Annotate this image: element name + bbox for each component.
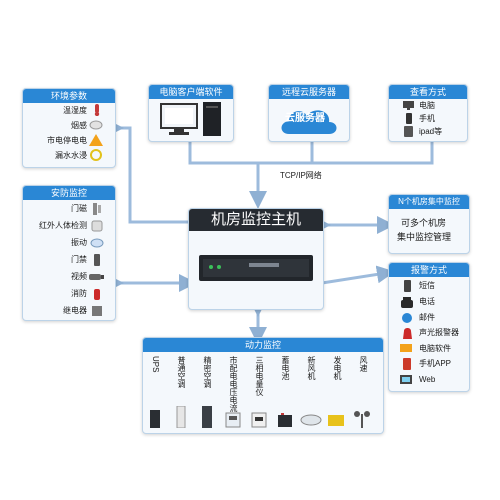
monitor-icon — [403, 101, 414, 110]
email-icon — [402, 313, 412, 323]
view-item-ipad: ipad等 — [419, 127, 443, 136]
power-item-fresh-air: 新风机 — [307, 356, 316, 380]
env-title: 环境参数 — [23, 89, 115, 103]
phone-icon — [406, 113, 412, 124]
security-title: 安防监控 — [23, 186, 115, 200]
mobile-app-icon — [403, 358, 411, 370]
security-item-access-control: 门禁 — [71, 255, 87, 264]
telephone-icon — [401, 297, 413, 308]
power-meter-icon — [225, 412, 241, 428]
door-sensor-icon — [93, 203, 101, 215]
network-label: TCP/IP网络 — [280, 171, 322, 180]
security-item-infrared: 红外人体检测 — [39, 221, 87, 230]
power-item-generator: 发电机 — [333, 356, 342, 380]
env-item-smoke: 烟感 — [71, 121, 87, 130]
pc-client-panel: 电脑客户端软件 — [148, 84, 234, 142]
fire-extinguisher-icon — [94, 289, 100, 300]
anemometer-icon — [354, 411, 370, 428]
security-item-door-contact: 门磁 — [71, 204, 87, 213]
env-item-power-outage: 市电停电电 — [47, 136, 87, 145]
security-panel: 安防监控 门磁 红外人体检测 振动 门禁 视频 消防 继电器 — [22, 185, 116, 321]
security-item-video: 视频 — [71, 272, 87, 281]
security-item-vibration: 振动 — [71, 238, 87, 247]
battery-icon — [278, 413, 292, 427]
air-conditioner-icon — [176, 406, 186, 428]
multi-room-title: N个机房集中监控 — [389, 195, 469, 209]
alarm-item-mobile-app: 手机APP — [419, 359, 452, 368]
three-phase-meter-icon — [251, 412, 267, 428]
view-item-mobile: 手机 — [419, 114, 435, 123]
multi-room-line1: 可多个机房 — [401, 218, 447, 228]
security-item-relay: 继电器 — [63, 306, 87, 315]
power-title: 动力监控 — [143, 338, 383, 352]
multi-room-line2: 集中监控管理 — [397, 232, 452, 242]
alarm-title: 报警方式 — [389, 263, 469, 277]
power-item-precision-ac: 精密空调 — [203, 356, 212, 388]
camera-icon — [89, 274, 104, 280]
pc-client-title: 电脑客户端软件 — [149, 85, 233, 99]
alarm-item-pc-software: 电脑软件 — [419, 344, 451, 353]
alarm-item-sms: 短信 — [419, 281, 435, 290]
power-item-wind-speed: 风速 — [359, 356, 368, 372]
power-panel: 动力监控 UPS 普通空调 精密空调 市配电电压电流 三相电量仪 蓄电池 新风机… — [142, 337, 384, 434]
power-item-battery: 蓄电池 — [281, 356, 290, 380]
cloud-icon — [281, 110, 337, 134]
env-item-water-leak: 漏水水浸 — [55, 151, 87, 160]
computer-software-icon — [400, 344, 412, 352]
alarm-item-phone: 电话 — [419, 297, 435, 306]
cloud-label: 云服务器 — [285, 113, 325, 124]
ups-icon — [150, 410, 160, 428]
power-item-three-phase-meter: 三相电量仪 — [255, 356, 264, 396]
power-item-ups: UPS — [151, 356, 160, 373]
generator-icon — [328, 415, 344, 426]
env-panel: 环境参数 温湿度 烟感 市电停电电 漏水水浸 — [22, 88, 116, 168]
monitoring-host-device-icon — [199, 255, 313, 281]
precision-ac-icon — [202, 406, 212, 428]
sms-icon — [404, 280, 411, 292]
water-sensor-icon — [90, 149, 102, 161]
cloud-title: 远程云服务器 — [269, 85, 349, 99]
smoke-detector-icon — [89, 120, 103, 130]
warning-icon — [89, 134, 103, 146]
env-item-temp-humidity: 温湿度 — [63, 106, 87, 115]
vibration-sensor-icon — [90, 238, 104, 248]
thermometer-icon — [94, 104, 100, 116]
alarm-light-icon — [403, 328, 412, 339]
view-panel: 查看方式 电脑 手机 ipad等 — [388, 84, 468, 142]
infrared-sensor-icon — [91, 220, 103, 232]
tablet-icon — [404, 126, 413, 137]
cloud-panel: 远程云服务器 云服务器 — [268, 84, 350, 142]
access-control-icon — [94, 254, 100, 266]
power-item-normal-ac: 普通空调 — [177, 356, 186, 388]
desktop-computer-icon — [160, 102, 221, 136]
power-item-mains-voltage-current: 市配电电压电流 — [229, 356, 238, 412]
alarm-panel: 报警方式 短信 电话 邮件 声光报警器 电脑软件 手机APP Web — [388, 262, 470, 392]
alarm-item-web: Web — [419, 375, 436, 384]
web-icon — [400, 375, 412, 384]
view-title: 查看方式 — [389, 85, 467, 99]
view-item-computer: 电脑 — [419, 101, 435, 110]
alarm-item-email: 邮件 — [419, 313, 435, 322]
host-title: 机房监控主机 — [189, 209, 323, 231]
relay-icon — [92, 306, 102, 316]
host-panel: 机房监控主机 — [188, 208, 324, 310]
multi-room-panel: N个机房集中监控 可多个机房 集中监控管理 — [388, 194, 470, 254]
fresh-air-fan-icon — [300, 414, 322, 426]
security-item-fire: 消防 — [71, 289, 87, 298]
alarm-item-sound-light: 声光报警器 — [419, 328, 459, 337]
